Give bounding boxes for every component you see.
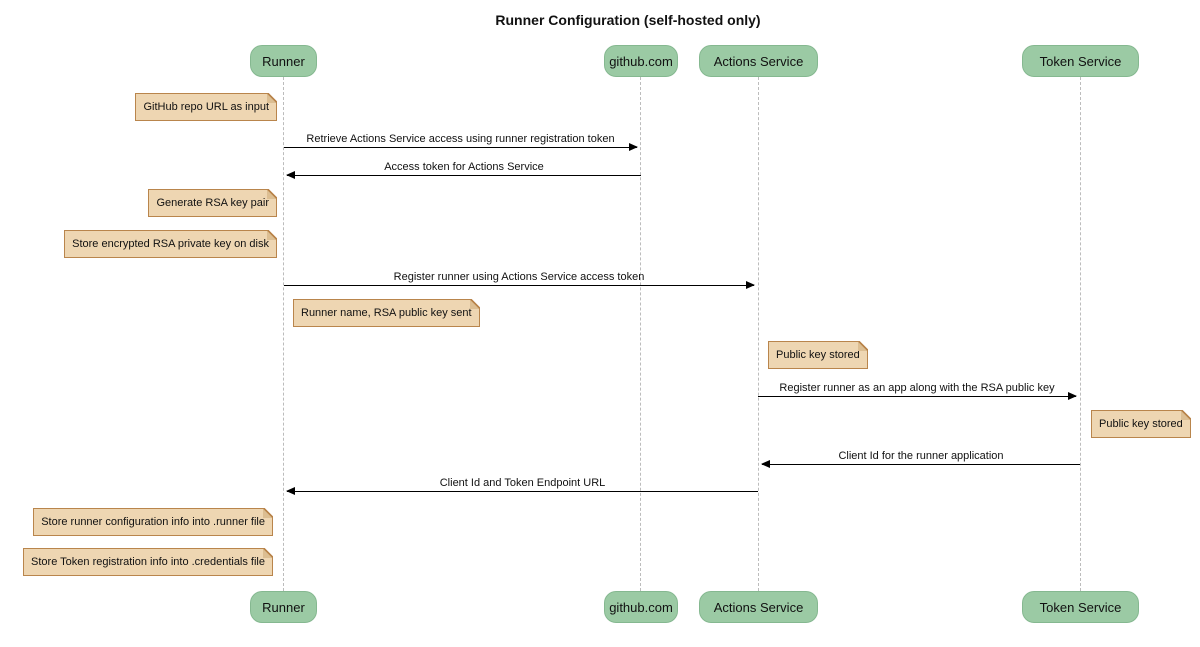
message-line <box>758 392 1077 400</box>
message-label: Register runner as an app along with the… <box>779 382 1055 394</box>
note-fold-icon <box>263 508 273 518</box>
note-text: GitHub repo URL as input <box>143 101 269 113</box>
note-fold-icon <box>857 341 868 351</box>
lifeline-token-service <box>1080 77 1081 591</box>
note-store-credentials-file: Store Token registration info into .cred… <box>23 548 273 576</box>
participant-github-top: github.com <box>604 45 678 77</box>
arrowhead-right-icon <box>629 143 638 151</box>
message-register-runner: Register runner using Actions Service ac… <box>284 270 755 289</box>
note-public-key-stored-token: Public key stored <box>1091 410 1191 438</box>
note-runner-name-public-key-sent: Runner name, RSA public key sent <box>293 299 480 327</box>
diagram-title: Runner Configuration (self-hosted only) <box>495 12 761 28</box>
message-line <box>286 487 758 495</box>
message-line <box>761 460 1080 468</box>
participant-runner-bottom: Runner <box>250 591 317 623</box>
note-store-encrypted-private-key: Store encrypted RSA private key on disk <box>64 230 277 258</box>
note-github-repo-url: GitHub repo URL as input <box>135 93 277 121</box>
note-fold-icon <box>267 189 277 199</box>
participant-actions-service-top: Actions Service <box>699 45 818 77</box>
message-line <box>286 171 641 179</box>
message-access-token-returned: Access token for Actions Service <box>286 160 641 179</box>
message-label: Access token for Actions Service <box>384 161 544 173</box>
note-text: Runner name, RSA public key sent <box>301 307 472 319</box>
message-register-runner-app: Register runner as an app along with the… <box>758 381 1077 400</box>
note-text: Generate RSA key pair <box>156 197 269 209</box>
message-client-id-endpoint-url: Client Id and Token Endpoint URL <box>286 476 758 495</box>
note-fold-icon <box>267 230 277 240</box>
participant-token-service-top: Token Service <box>1022 45 1139 77</box>
participant-github-bottom: github.com <box>604 591 678 623</box>
note-fold-icon <box>469 299 480 309</box>
note-text: Store Token registration info into .cred… <box>31 556 265 568</box>
note-fold-icon <box>1180 410 1191 420</box>
message-retrieve-actions-access: Retrieve Actions Service access using ru… <box>284 132 638 151</box>
arrowhead-right-icon <box>746 281 755 289</box>
message-line <box>284 281 755 289</box>
participant-runner-top: Runner <box>250 45 317 77</box>
note-fold-icon <box>263 548 273 558</box>
participant-token-service-bottom: Token Service <box>1022 591 1139 623</box>
note-generate-rsa-key-pair: Generate RSA key pair <box>148 189 277 217</box>
lifeline-runner <box>283 77 284 591</box>
message-label: Register runner using Actions Service ac… <box>393 271 645 283</box>
note-text: Public key stored <box>1099 418 1183 430</box>
note-text: Public key stored <box>776 349 860 361</box>
note-text: Store runner configuration info into .ru… <box>41 516 265 528</box>
arrowhead-left-icon <box>286 487 295 495</box>
arrowhead-right-icon <box>1068 392 1077 400</box>
participant-actions-service-bottom: Actions Service <box>699 591 818 623</box>
note-store-runner-file: Store runner configuration info into .ru… <box>33 508 273 536</box>
message-label: Retrieve Actions Service access using ru… <box>306 133 615 145</box>
note-public-key-stored-actions: Public key stored <box>768 341 868 369</box>
note-fold-icon <box>267 93 277 103</box>
arrowhead-left-icon <box>761 460 770 468</box>
message-label: Client Id and Token Endpoint URL <box>439 477 606 489</box>
message-label: Client Id for the runner application <box>838 450 1004 462</box>
lifeline-github <box>640 77 641 591</box>
message-client-id-returned: Client Id for the runner application <box>761 449 1080 468</box>
arrowhead-left-icon <box>286 171 295 179</box>
message-line <box>284 143 638 151</box>
note-text: Store encrypted RSA private key on disk <box>72 238 269 250</box>
lifeline-actions-service <box>758 77 759 591</box>
